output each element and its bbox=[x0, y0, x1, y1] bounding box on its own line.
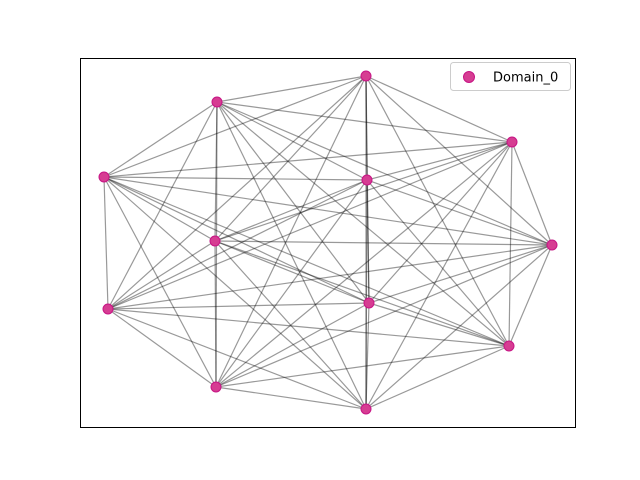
edge-n0-n11 bbox=[216, 101, 367, 410]
edge-n5-n11 bbox=[214, 240, 367, 410]
node-n11 bbox=[360, 403, 372, 415]
edge-n1-n3 bbox=[103, 75, 367, 178]
edge-n8-n9 bbox=[368, 302, 510, 347]
edge-n0-n9 bbox=[216, 101, 510, 347]
edge-n6-n7 bbox=[107, 244, 553, 310]
node-n9 bbox=[503, 340, 515, 352]
node-n5 bbox=[209, 235, 221, 247]
edge-n0-n8 bbox=[216, 101, 370, 304]
legend-label: Domain_0 bbox=[493, 71, 558, 86]
edge-n4-n11 bbox=[365, 179, 368, 410]
node-n0 bbox=[211, 96, 223, 108]
nodes-layer bbox=[98, 70, 558, 415]
edge-n3-n5 bbox=[103, 176, 216, 242]
edge-n2-n10 bbox=[215, 141, 513, 388]
edge-n8-n10 bbox=[215, 302, 370, 388]
edge-n2-n9 bbox=[508, 141, 513, 347]
edge-n7-n8 bbox=[107, 302, 370, 310]
legend-box bbox=[450, 62, 571, 91]
edge-n2-n7 bbox=[107, 141, 513, 310]
legend: Domain_0 bbox=[450, 62, 571, 91]
edge-n7-n9 bbox=[107, 308, 510, 347]
edge-n3-n8 bbox=[103, 176, 370, 304]
edge-n6-n9 bbox=[508, 244, 553, 347]
edge-n2-n5 bbox=[214, 141, 513, 242]
edge-n2-n3 bbox=[103, 141, 513, 178]
legend-marker bbox=[463, 71, 475, 83]
edge-n1-n6 bbox=[365, 75, 553, 246]
edge-n7-n10 bbox=[107, 308, 217, 388]
edge-n3-n4 bbox=[103, 176, 368, 181]
plot-frame bbox=[80, 58, 576, 428]
edge-n6-n10 bbox=[215, 244, 553, 388]
node-n1 bbox=[360, 70, 372, 82]
node-n3 bbox=[98, 171, 110, 183]
edge-n3-n11 bbox=[103, 176, 367, 410]
edge-n4-n8 bbox=[366, 179, 370, 304]
edge-n1-n8 bbox=[365, 75, 370, 304]
edge-n0-n5 bbox=[214, 101, 218, 242]
edge-n10-n11 bbox=[215, 386, 367, 410]
node-n4 bbox=[361, 174, 373, 186]
edge-n0-n7 bbox=[107, 101, 218, 310]
node-n7 bbox=[102, 303, 114, 315]
edge-n3-n6 bbox=[103, 176, 553, 246]
edge-n6-n8 bbox=[368, 244, 553, 304]
edge-n4-n5 bbox=[214, 179, 368, 242]
edge-n3-n9 bbox=[103, 176, 510, 347]
edge-n1-n7 bbox=[107, 75, 367, 310]
edge-n0-n2 bbox=[216, 101, 513, 143]
node-n2 bbox=[506, 136, 518, 148]
edge-n8-n11 bbox=[365, 302, 370, 410]
edge-n5-n9 bbox=[214, 240, 510, 347]
edge-n4-n10 bbox=[215, 179, 368, 388]
edge-n1-n9 bbox=[365, 75, 510, 347]
edge-n0-n6 bbox=[216, 101, 553, 246]
edge-n7-n11 bbox=[107, 308, 367, 410]
edge-n1-n4 bbox=[365, 75, 368, 181]
edge-n2-n8 bbox=[368, 141, 513, 304]
edge-n3-n10 bbox=[103, 176, 217, 388]
edge-n5-n10 bbox=[214, 240, 217, 388]
edge-n2-n4 bbox=[366, 141, 513, 181]
edge-n2-n11 bbox=[365, 141, 513, 410]
edge-n4-n9 bbox=[366, 179, 510, 347]
edge-n1-n5 bbox=[214, 75, 367, 242]
node-n6 bbox=[546, 239, 558, 251]
edge-n1-n2 bbox=[365, 75, 513, 143]
edge-n6-n11 bbox=[365, 244, 553, 410]
edge-n2-n6 bbox=[511, 141, 553, 246]
edge-n9-n11 bbox=[365, 345, 510, 410]
edge-n0-n1 bbox=[216, 75, 367, 103]
edge-n0-n3 bbox=[103, 101, 218, 178]
edge-n4-n7 bbox=[107, 179, 368, 310]
edge-n3-n7 bbox=[103, 176, 109, 310]
edge-n1-n10 bbox=[215, 75, 367, 388]
node-n8 bbox=[363, 297, 375, 309]
edge-n9-n10 bbox=[215, 345, 510, 388]
edge-n0-n4 bbox=[216, 101, 368, 181]
edge-n5-n8 bbox=[214, 240, 370, 304]
edge-n5-n7 bbox=[107, 240, 216, 310]
node-n10 bbox=[210, 381, 222, 393]
edge-n5-n6 bbox=[214, 240, 553, 246]
edge-n4-n6 bbox=[366, 179, 553, 246]
